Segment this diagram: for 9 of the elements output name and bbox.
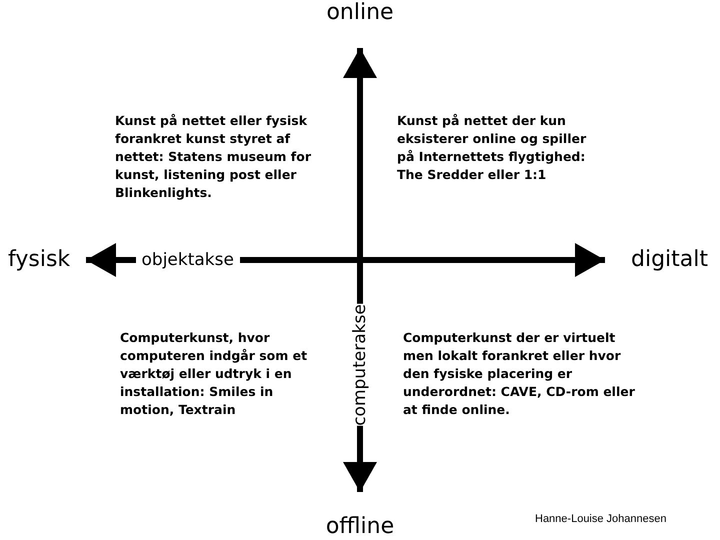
quadrant-description: Computerkunst, hvor computeren indgår som et værktøj eller udtryk i en installation: Smiles in motion, Textrain: [120, 329, 308, 419]
axis-end-label: offline: [326, 516, 394, 538]
axis-end-label: fysisk: [8, 249, 70, 271]
axis-end-label: online: [326, 2, 394, 24]
quadrant-description: Kunst på nettet der kun eksisterer online og spiller på Internettets flygtighed: The Sredder eller 1:1: [397, 112, 588, 184]
quadrant-description: Kunst på nettet eller fysisk forankret kunst styret af nettet: Statens museum for kunst, listening post eller Blinkenlights.: [115, 112, 312, 202]
author-credit: Hanne-Louise Johannesen: [535, 512, 668, 527]
axis-end-label: digitalt: [631, 249, 708, 271]
quadrant-description: Computerkunst der er virtuelt men lokalt forankret eller hvor den fysiske placering er underordnet: CAVE, CD-rom eller at finde online.: [403, 329, 636, 419]
